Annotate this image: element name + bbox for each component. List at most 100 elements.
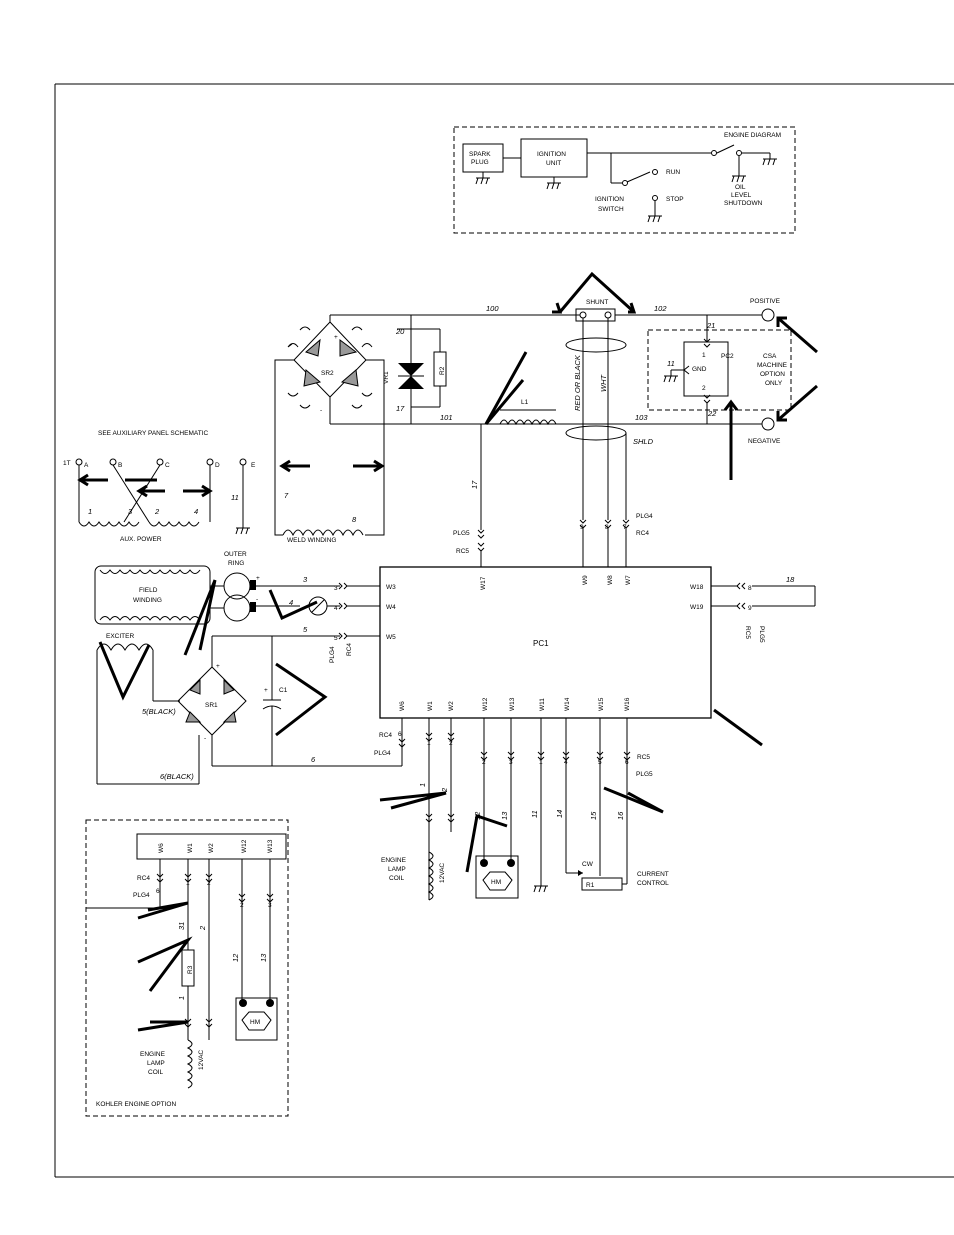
svg-text:CSA: CSA: [763, 353, 777, 360]
svg-text:3: 3: [509, 759, 513, 766]
svg-text:101: 101: [440, 413, 453, 422]
field-exciter: FIELD WINDING OUTER RING + - 3 3 4 4 EXC…: [94, 551, 402, 785]
svg-text:3: 3: [268, 902, 272, 909]
svg-text:R1: R1: [586, 882, 595, 889]
svg-text:11: 11: [231, 493, 239, 502]
svg-text:31: 31: [177, 922, 186, 930]
svg-text:HM: HM: [491, 879, 501, 886]
svg-text:MACHINE: MACHINE: [757, 362, 788, 369]
svg-text:R3: R3: [187, 965, 194, 974]
svg-text:LAMP: LAMP: [147, 1060, 165, 1067]
svg-text:5: 5: [334, 635, 338, 642]
svg-text:W19: W19: [690, 604, 704, 611]
svg-text:2: 2: [440, 787, 449, 793]
svg-text:PC2: PC2: [721, 353, 734, 360]
svg-text:W7: W7: [625, 575, 632, 585]
svg-text:5: 5: [598, 759, 602, 766]
main-output-circuit: 100 SHUNT 102 POSITIVE 101 103 NEGATIVE …: [274, 298, 792, 567]
svg-text:R2: R2: [439, 366, 446, 375]
svg-text:PLUG: PLUG: [471, 159, 489, 166]
svg-text:1: 1: [539, 759, 543, 766]
svg-text:6: 6: [156, 888, 160, 895]
svg-text:W1: W1: [427, 701, 434, 711]
svg-text:C: C: [165, 462, 170, 469]
svg-text:+: +: [264, 687, 268, 694]
svg-text:7: 7: [623, 524, 627, 531]
svg-text:PLG5: PLG5: [636, 771, 653, 778]
svg-text:ONLY: ONLY: [765, 380, 783, 387]
svg-text:1: 1: [418, 783, 427, 787]
svg-text:8: 8: [605, 524, 609, 531]
svg-text:5: 5: [303, 625, 308, 634]
svg-text:22: 22: [707, 409, 717, 418]
svg-text:W13: W13: [509, 697, 516, 711]
svg-text:RED OR BLACK: RED OR BLACK: [573, 354, 582, 411]
svg-text:102: 102: [654, 304, 667, 313]
svg-text:20: 20: [395, 327, 405, 336]
svg-text:+: +: [334, 334, 338, 341]
svg-text:RC5: RC5: [456, 548, 469, 555]
svg-text:3: 3: [303, 575, 308, 584]
svg-text:RUN: RUN: [666, 169, 680, 176]
svg-text:-: -: [320, 407, 322, 414]
svg-text:OIL: OIL: [735, 184, 746, 191]
svg-text:ENGINE: ENGINE: [140, 1051, 166, 1058]
svg-text:+: +: [216, 663, 220, 670]
svg-text:103: 103: [635, 413, 648, 422]
svg-text:2: 2: [240, 902, 244, 909]
engine-diagram-title: ENGINE DIAGRAM: [724, 132, 781, 139]
svg-text:W17: W17: [480, 576, 487, 590]
aux-power: SEE AUXILIARY PANEL SCHEMATIC 1T A B C D…: [63, 430, 256, 543]
svg-text:VR1: VR1: [383, 371, 390, 384]
svg-text:SWITCH: SWITCH: [598, 206, 624, 213]
svg-text:EXCITER: EXCITER: [106, 633, 134, 640]
svg-text:12VAC: 12VAC: [439, 863, 446, 883]
svg-text:PLG5: PLG5: [453, 530, 470, 537]
svg-text:PLG4: PLG4: [133, 892, 150, 899]
svg-text:6: 6: [311, 755, 316, 764]
svg-text:OUTER: OUTER: [224, 551, 247, 558]
svg-text:4: 4: [564, 759, 568, 766]
svg-text:UNIT: UNIT: [546, 160, 561, 167]
svg-text:PLG5: PLG5: [758, 626, 765, 643]
svg-text:W11: W11: [539, 698, 546, 711]
svg-text:RING: RING: [228, 560, 244, 567]
svg-text:RC4: RC4: [137, 875, 150, 882]
svg-text:18: 18: [786, 575, 795, 584]
svg-text:SEE AUXILIARY PANEL SCHEMATIC: SEE AUXILIARY PANEL SCHEMATIC: [98, 430, 208, 437]
svg-text:RC4: RC4: [346, 643, 353, 656]
svg-text:WHT: WHT: [599, 374, 608, 392]
svg-text:RC4: RC4: [636, 530, 649, 537]
svg-text:14: 14: [555, 810, 564, 818]
svg-text:RC4: RC4: [379, 732, 392, 739]
svg-text:1T: 1T: [63, 460, 71, 467]
svg-text:17: 17: [396, 404, 405, 413]
svg-text:3: 3: [334, 585, 338, 592]
page-frame: [54, 83, 954, 1178]
pc1-board: PC1 W3 W4 W5 W17 W9 W8 W7 W18 W19 W6 W1 …: [374, 566, 816, 901]
svg-text:PLG4: PLG4: [636, 513, 653, 520]
svg-text:W12: W12: [241, 839, 248, 853]
svg-text:2: 2: [198, 925, 207, 931]
pc1-label: PC1: [533, 639, 549, 648]
svg-text:100: 100: [486, 304, 499, 313]
svg-text:SHLD: SHLD: [633, 437, 654, 446]
svg-text:CONTROL: CONTROL: [637, 880, 669, 887]
svg-text:W9: W9: [582, 575, 589, 585]
svg-text:16: 16: [616, 811, 625, 820]
svg-text:4: 4: [289, 598, 293, 607]
svg-text:PLG4: PLG4: [329, 646, 336, 663]
svg-text:OPTION: OPTION: [760, 371, 785, 378]
svg-text:AUX. POWER: AUX. POWER: [120, 536, 162, 543]
svg-text:CW: CW: [582, 861, 594, 868]
svg-text:W6: W6: [158, 843, 165, 853]
svg-text:W8: W8: [607, 575, 614, 585]
svg-text:8: 8: [748, 585, 752, 592]
svg-text:IGNITION: IGNITION: [595, 196, 624, 203]
svg-text:L1: L1: [521, 399, 529, 406]
svg-text:SPARK: SPARK: [469, 151, 491, 158]
svg-text:13: 13: [500, 811, 509, 820]
svg-text:STOP: STOP: [666, 196, 684, 203]
kohler-engine-option: KOHLER ENGINE OPTION W6 W1 W2 W12 W13 6 …: [85, 819, 289, 1117]
